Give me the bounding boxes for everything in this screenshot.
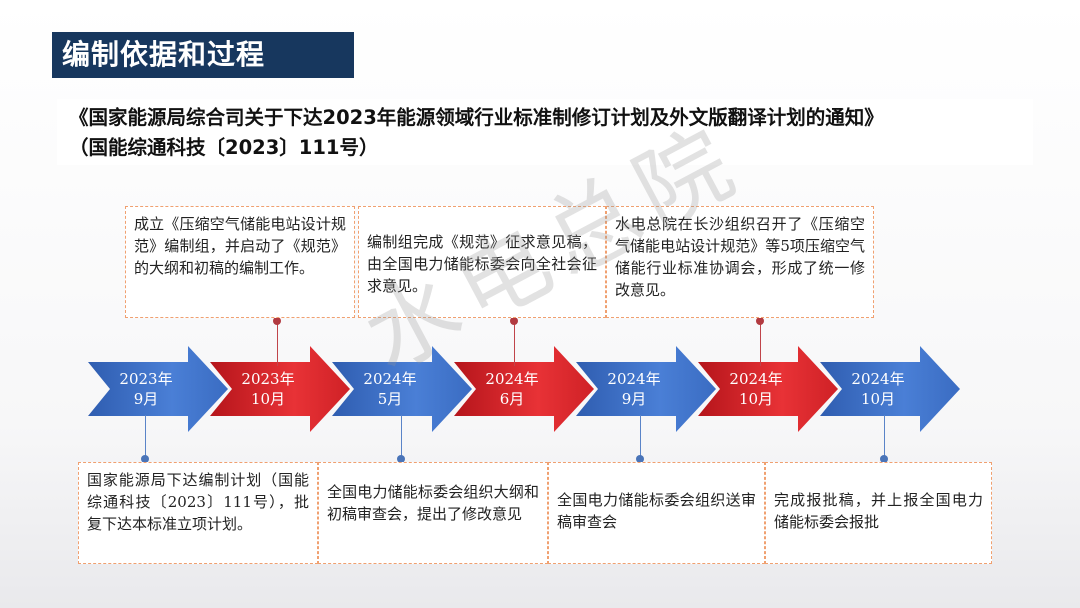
connector-dot-bottom-4 <box>880 455 888 463</box>
timeline-arrow-1 <box>88 346 228 432</box>
timeline-year: 2024年 <box>729 370 783 388</box>
timeline-month: 9月 <box>133 390 159 408</box>
event-box-bottom-2: 全国电力储能标委会组织大纲和初稿审查会，提出了修改意见 <box>318 462 548 564</box>
event-box-bottom-1: 国家能源局下达编制计划（国能综通科技〔2023〕111号），批复下达本标准立项计… <box>78 462 318 564</box>
connector-top-1 <box>277 318 278 366</box>
slide-title: 编制依据和过程 <box>52 32 354 78</box>
timeline-arrow-5 <box>576 346 716 432</box>
timeline-label-6: 2024年 10月 <box>706 369 806 409</box>
timeline-label-1: 2023年 9月 <box>96 369 196 409</box>
connector-dot-top-2 <box>510 317 518 325</box>
timeline-month: 5月 <box>377 390 403 408</box>
connector-dot-bottom-2 <box>397 455 405 463</box>
event-box-top-3: 水电总院在长沙组织召开了《压缩空气储能电站设计规范》等5项压缩空气储能行业标准协… <box>606 206 874 318</box>
notice-line-1: 《国家能源局综合司关于下达2023年能源领域行业标准制修订计划及外文版翻译计划的… <box>69 106 884 129</box>
timeline-year: 2024年 <box>851 370 905 388</box>
connector-bottom-3 <box>640 415 641 462</box>
event-box-bottom-3: 全国电力储能标委会组织送审稿审查会 <box>548 462 765 564</box>
timeline-arrow-4 <box>454 346 594 432</box>
timeline-label-4: 2024年 6月 <box>462 369 562 409</box>
timeline-year: 2023年 <box>119 370 173 388</box>
event-box-top-2: 编制组完成《规范》征求意见稿，由全国电力储能标委会向全社会征求意见。 <box>358 206 606 318</box>
connector-bottom-1 <box>145 415 146 462</box>
timeline-arrow-3 <box>332 346 472 432</box>
connector-top-3 <box>760 318 761 366</box>
connector-dot-top-1 <box>273 317 281 325</box>
timeline-arrow-2 <box>210 346 350 432</box>
timeline-label-7: 2024年 10月 <box>828 369 928 409</box>
timeline-year: 2024年 <box>485 370 539 388</box>
timeline-label-2: 2023年 10月 <box>218 369 318 409</box>
timeline-arrow-6 <box>698 346 838 432</box>
event-box-top-1: 成立《压缩空气储能电站设计规范》编制组，并启动了《规范》的大纲和初稿的编制工作。 <box>125 206 355 318</box>
timeline-label-3: 2024年 5月 <box>340 369 440 409</box>
notice-text: 《国家能源局综合司关于下达2023年能源领域行业标准制修订计划及外文版翻译计划的… <box>57 99 1033 165</box>
connector-dot-bottom-3 <box>636 455 644 463</box>
connector-bottom-2 <box>401 415 402 462</box>
timeline-month: 10月 <box>738 390 774 408</box>
connector-bottom-4 <box>884 415 885 462</box>
timeline-year: 2024年 <box>363 370 417 388</box>
connector-dot-top-3 <box>756 317 764 325</box>
timeline-year: 2024年 <box>607 370 661 388</box>
timeline-arrow-7 <box>820 346 960 432</box>
timeline-month: 6月 <box>499 390 525 408</box>
connector-top-2 <box>514 318 515 366</box>
timeline-year: 2023年 <box>241 370 295 388</box>
notice-line-2: （国能综通科技〔2023〕111号） <box>69 136 379 159</box>
timeline-month: 10月 <box>250 390 286 408</box>
connector-dot-bottom-1 <box>141 455 149 463</box>
timeline-month: 10月 <box>860 390 896 408</box>
event-box-bottom-4: 完成报批稿，并上报全国电力储能标委会报批 <box>765 462 992 564</box>
timeline-month: 9月 <box>621 390 647 408</box>
timeline-label-5: 2024年 9月 <box>584 369 684 409</box>
